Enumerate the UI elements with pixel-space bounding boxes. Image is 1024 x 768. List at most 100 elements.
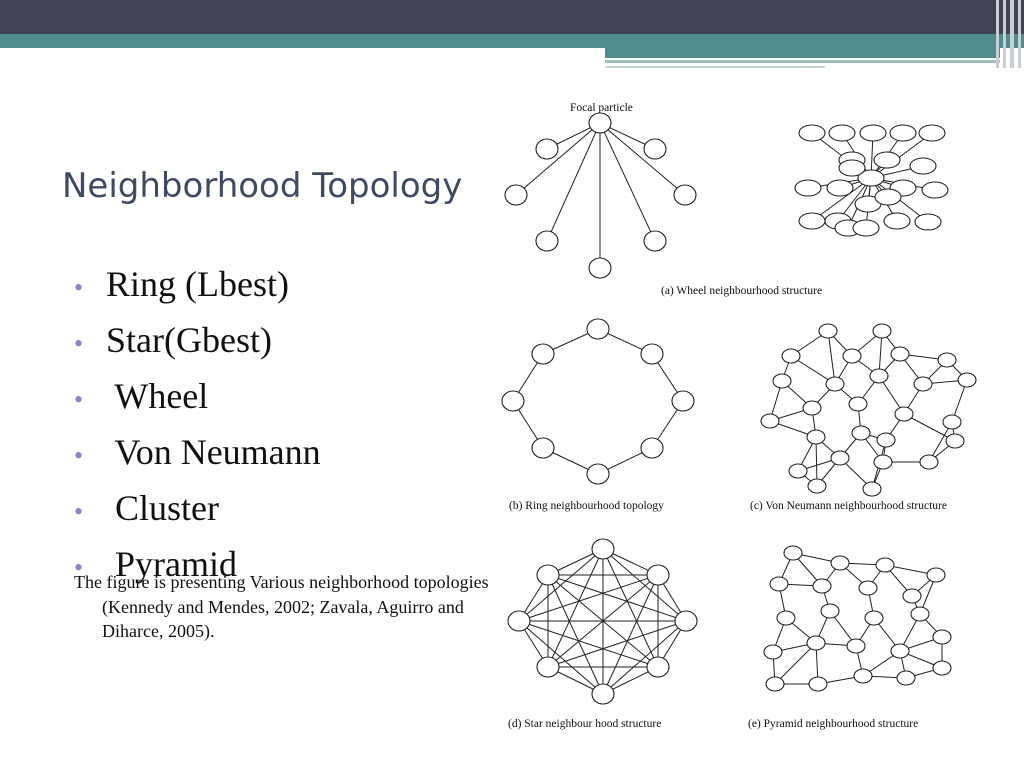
diagram-node (873, 454, 893, 470)
diagram-node (776, 610, 796, 626)
header-bar (0, 0, 1024, 34)
diagram-edge (599, 122, 686, 196)
diagram-node (957, 372, 977, 388)
topology-figure: Focal particle (a) Wheel neighbourhood s… (501, 102, 977, 730)
diagram-node (507, 610, 531, 632)
bullet-dot: • (74, 441, 84, 470)
diagram-node (875, 557, 895, 573)
bullet-item: •Ring (Lbest) (70, 258, 321, 314)
diagram-node (788, 463, 808, 479)
cluster-diagram (794, 124, 949, 237)
diagram-edge (518, 574, 659, 622)
diagram-node (812, 578, 832, 594)
diagram-node (591, 683, 615, 705)
header-thin-line-short (605, 66, 825, 68)
header-stripe (996, 0, 999, 68)
diagram-node (890, 346, 910, 362)
diagram-node (932, 629, 952, 645)
diagram-node (828, 124, 856, 142)
diagram-node (869, 368, 889, 384)
diagram-node (859, 124, 887, 142)
star-caption: (d) Star neighbour hood structure (508, 718, 661, 730)
diagram-node (830, 555, 850, 571)
diagram-node (945, 433, 965, 449)
diagram-node (763, 644, 783, 660)
diagram-edge (518, 620, 659, 668)
figure-caption-text: The figure is presenting Various neighbo… (74, 572, 489, 641)
diagram-node (536, 564, 560, 586)
diagram-edge (602, 574, 659, 695)
diagram-node (864, 610, 884, 626)
diagram-edge (547, 574, 687, 622)
bullet-list: •Ring (Lbest) • Star(Gbest) • Wheel • Von… (70, 258, 321, 594)
diagram-node (798, 212, 826, 230)
diagram-node (838, 159, 866, 177)
diagram-node (673, 184, 697, 206)
diagram-node (772, 373, 792, 389)
ring-diagram (501, 318, 695, 485)
diagram-node (806, 429, 826, 445)
wheel-caption: (a) Wheel neighbourhood structure (661, 285, 822, 297)
von-neumann-caption: (c) Von Neumann neighbourhood structure (750, 500, 947, 512)
diagram-edge (774, 642, 817, 685)
diagram-node (862, 481, 882, 497)
diagram-node (640, 343, 664, 365)
diagram-node (646, 564, 670, 586)
diagram-node (586, 318, 610, 340)
diagram-edge (547, 548, 604, 668)
diagram-node (873, 151, 901, 169)
header-thin-line (605, 60, 1000, 63)
bullet-dot: • (74, 553, 84, 582)
bullet-text: Star(Gbest) (106, 320, 272, 360)
diagram-node (808, 676, 828, 692)
diagram-node (921, 181, 949, 199)
diagram-node (894, 406, 914, 422)
diagram-node (806, 635, 826, 651)
diagram-node (818, 323, 838, 339)
bullet-text: Wheel (106, 376, 209, 416)
diagram-edge (547, 574, 659, 668)
diagram-edge (870, 132, 933, 179)
bullet-item: • Star(Gbest) (70, 314, 321, 370)
bullet-item: • Von Neumann (70, 426, 321, 482)
diagram-node (853, 668, 873, 684)
diagram-node (883, 212, 911, 230)
diagram-node (918, 124, 946, 142)
header-stripe (1010, 0, 1014, 68)
diagram-edge (602, 548, 659, 668)
diagram-edge (518, 620, 604, 695)
diagram-node (842, 348, 862, 364)
diagram-node (851, 425, 871, 441)
diagram-node (889, 124, 917, 142)
bullet-dot: • (74, 329, 84, 358)
diagram-node (926, 567, 946, 583)
diagram-node (942, 414, 962, 430)
diagram-edge (515, 122, 601, 196)
diagram-edge (903, 413, 956, 442)
ring-caption: (b) Ring neighbourhood topology (509, 500, 664, 512)
diagram-node (643, 138, 667, 160)
header-stripe (1003, 0, 1006, 68)
diagram-node (794, 179, 822, 197)
diagram-node (872, 323, 892, 339)
bullet-text: Von Neumann (106, 432, 321, 472)
header-accent-bar (0, 34, 1024, 48)
diagram-node (910, 606, 930, 622)
bullet-dot: • (74, 497, 84, 526)
diagram-node (640, 437, 664, 459)
diagram-edge (547, 574, 604, 695)
diagram-edge (547, 620, 687, 668)
diagram-node (586, 463, 610, 485)
diagram-node (646, 656, 670, 678)
diagram-node (913, 376, 933, 392)
diagram-node (919, 454, 939, 470)
bullet-dot: • (74, 385, 84, 414)
diagram-node (798, 124, 826, 142)
diagram-edge (602, 620, 687, 695)
diagram-node (852, 219, 880, 237)
pyramid-caption: (e) Pyramid neighbourhood structure (748, 718, 918, 730)
bullet-item: • Wheel (70, 370, 321, 426)
diagram-node (825, 376, 845, 392)
pyramid-diagram (763, 545, 952, 692)
diagram-node (643, 230, 667, 252)
